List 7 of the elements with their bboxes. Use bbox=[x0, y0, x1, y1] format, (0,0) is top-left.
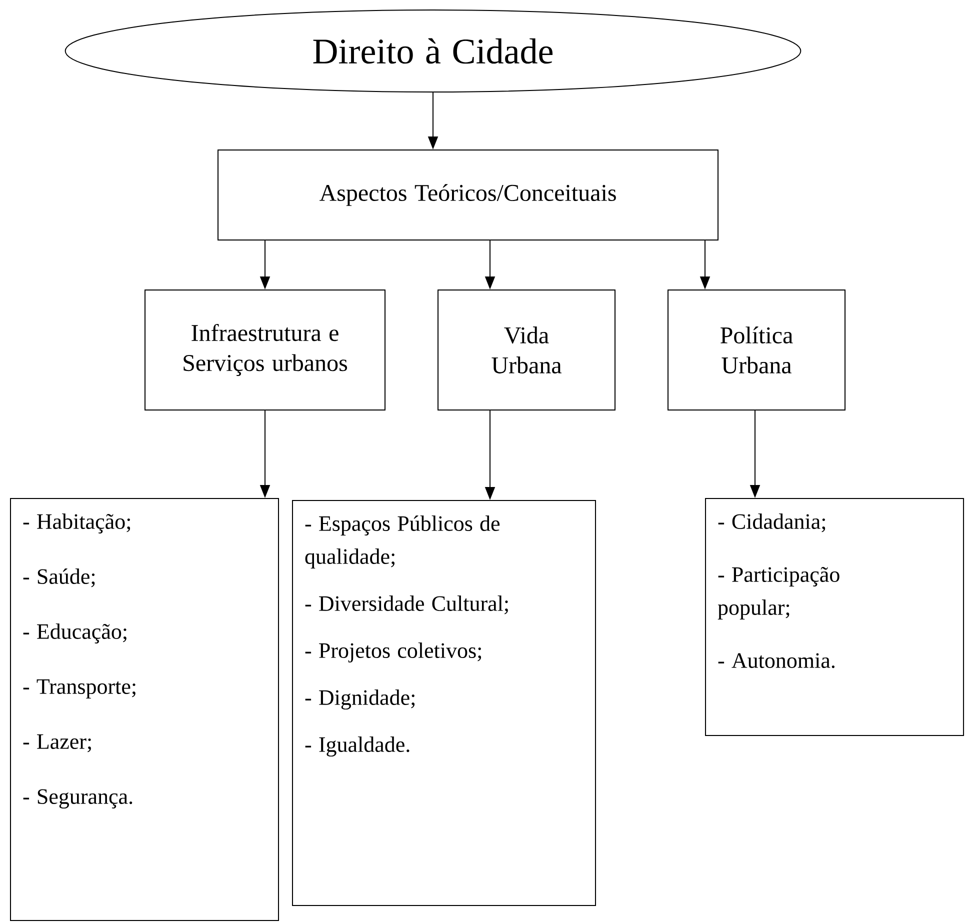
topic-box: Infraestrutura e Serviços urbanos bbox=[144, 290, 386, 410]
topic-box: Vida Urbana bbox=[438, 290, 616, 410]
topic-box: Aspectos Teóricos/Conceituais bbox=[218, 150, 719, 240]
list-box: - Espaços Públicos de qualidade; - Diversidade Cultural; - Projetos coletivos; - Dignidade; - Igualdade. bbox=[292, 500, 596, 906]
list-box: - Cidadania; - Participação popular; - Autonomia. bbox=[705, 498, 964, 736]
list-box: - Habitação; - Saúde; - Educação; - Transporte; - Lazer; - Segurança. bbox=[10, 498, 279, 921]
topic-box: Política Urbana bbox=[668, 290, 846, 410]
